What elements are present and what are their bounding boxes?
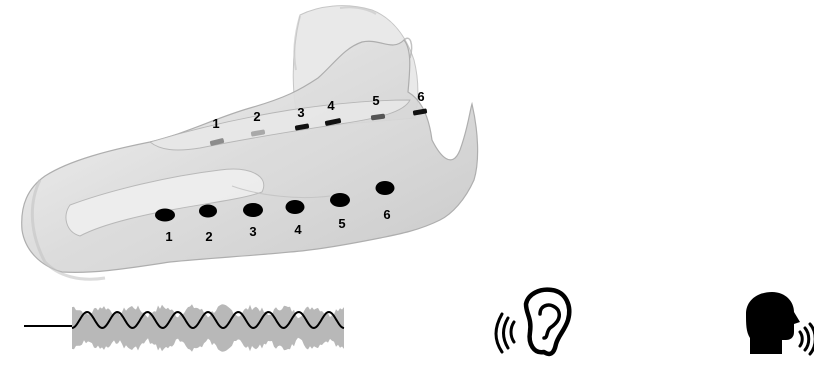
sound-waves-right: [800, 324, 814, 354]
upper-electrode-label-1: 1: [212, 116, 219, 131]
ear-listening-icon: [496, 290, 569, 354]
lower-electrode-label-3: 3: [249, 224, 256, 239]
lower-electrode-label-5: 5: [338, 216, 345, 231]
ear-outline: [526, 290, 569, 354]
head-silhouette: [746, 292, 800, 354]
upper-electrode-label-4: 4: [327, 98, 335, 113]
upper-electrode-label-3: 3: [297, 105, 304, 120]
lower-electrode-3: [243, 203, 263, 217]
upper-electrode-label-6: 6: [417, 89, 424, 104]
lower-electrode-4: [286, 200, 305, 214]
lower-electrode-label-1: 1: [165, 229, 172, 244]
sound-waves-left: [496, 314, 514, 352]
upper-electrode-label-5: 5: [372, 93, 379, 108]
lower-electrode-1: [155, 209, 175, 222]
speech-waveform-icon: [24, 304, 344, 352]
ear-inner: [540, 305, 559, 338]
lower-electrode-label-4: 4: [294, 222, 302, 237]
upper-electrode-label-2: 2: [253, 109, 260, 124]
lower-electrode-label-6: 6: [383, 207, 390, 222]
speaking-head-icon: [746, 292, 814, 354]
lower-electrode-2: [199, 205, 217, 218]
lower-electrode-6: [376, 181, 395, 195]
lower-electrode-5: [330, 193, 350, 207]
lower-electrode-label-2: 2: [205, 229, 212, 244]
